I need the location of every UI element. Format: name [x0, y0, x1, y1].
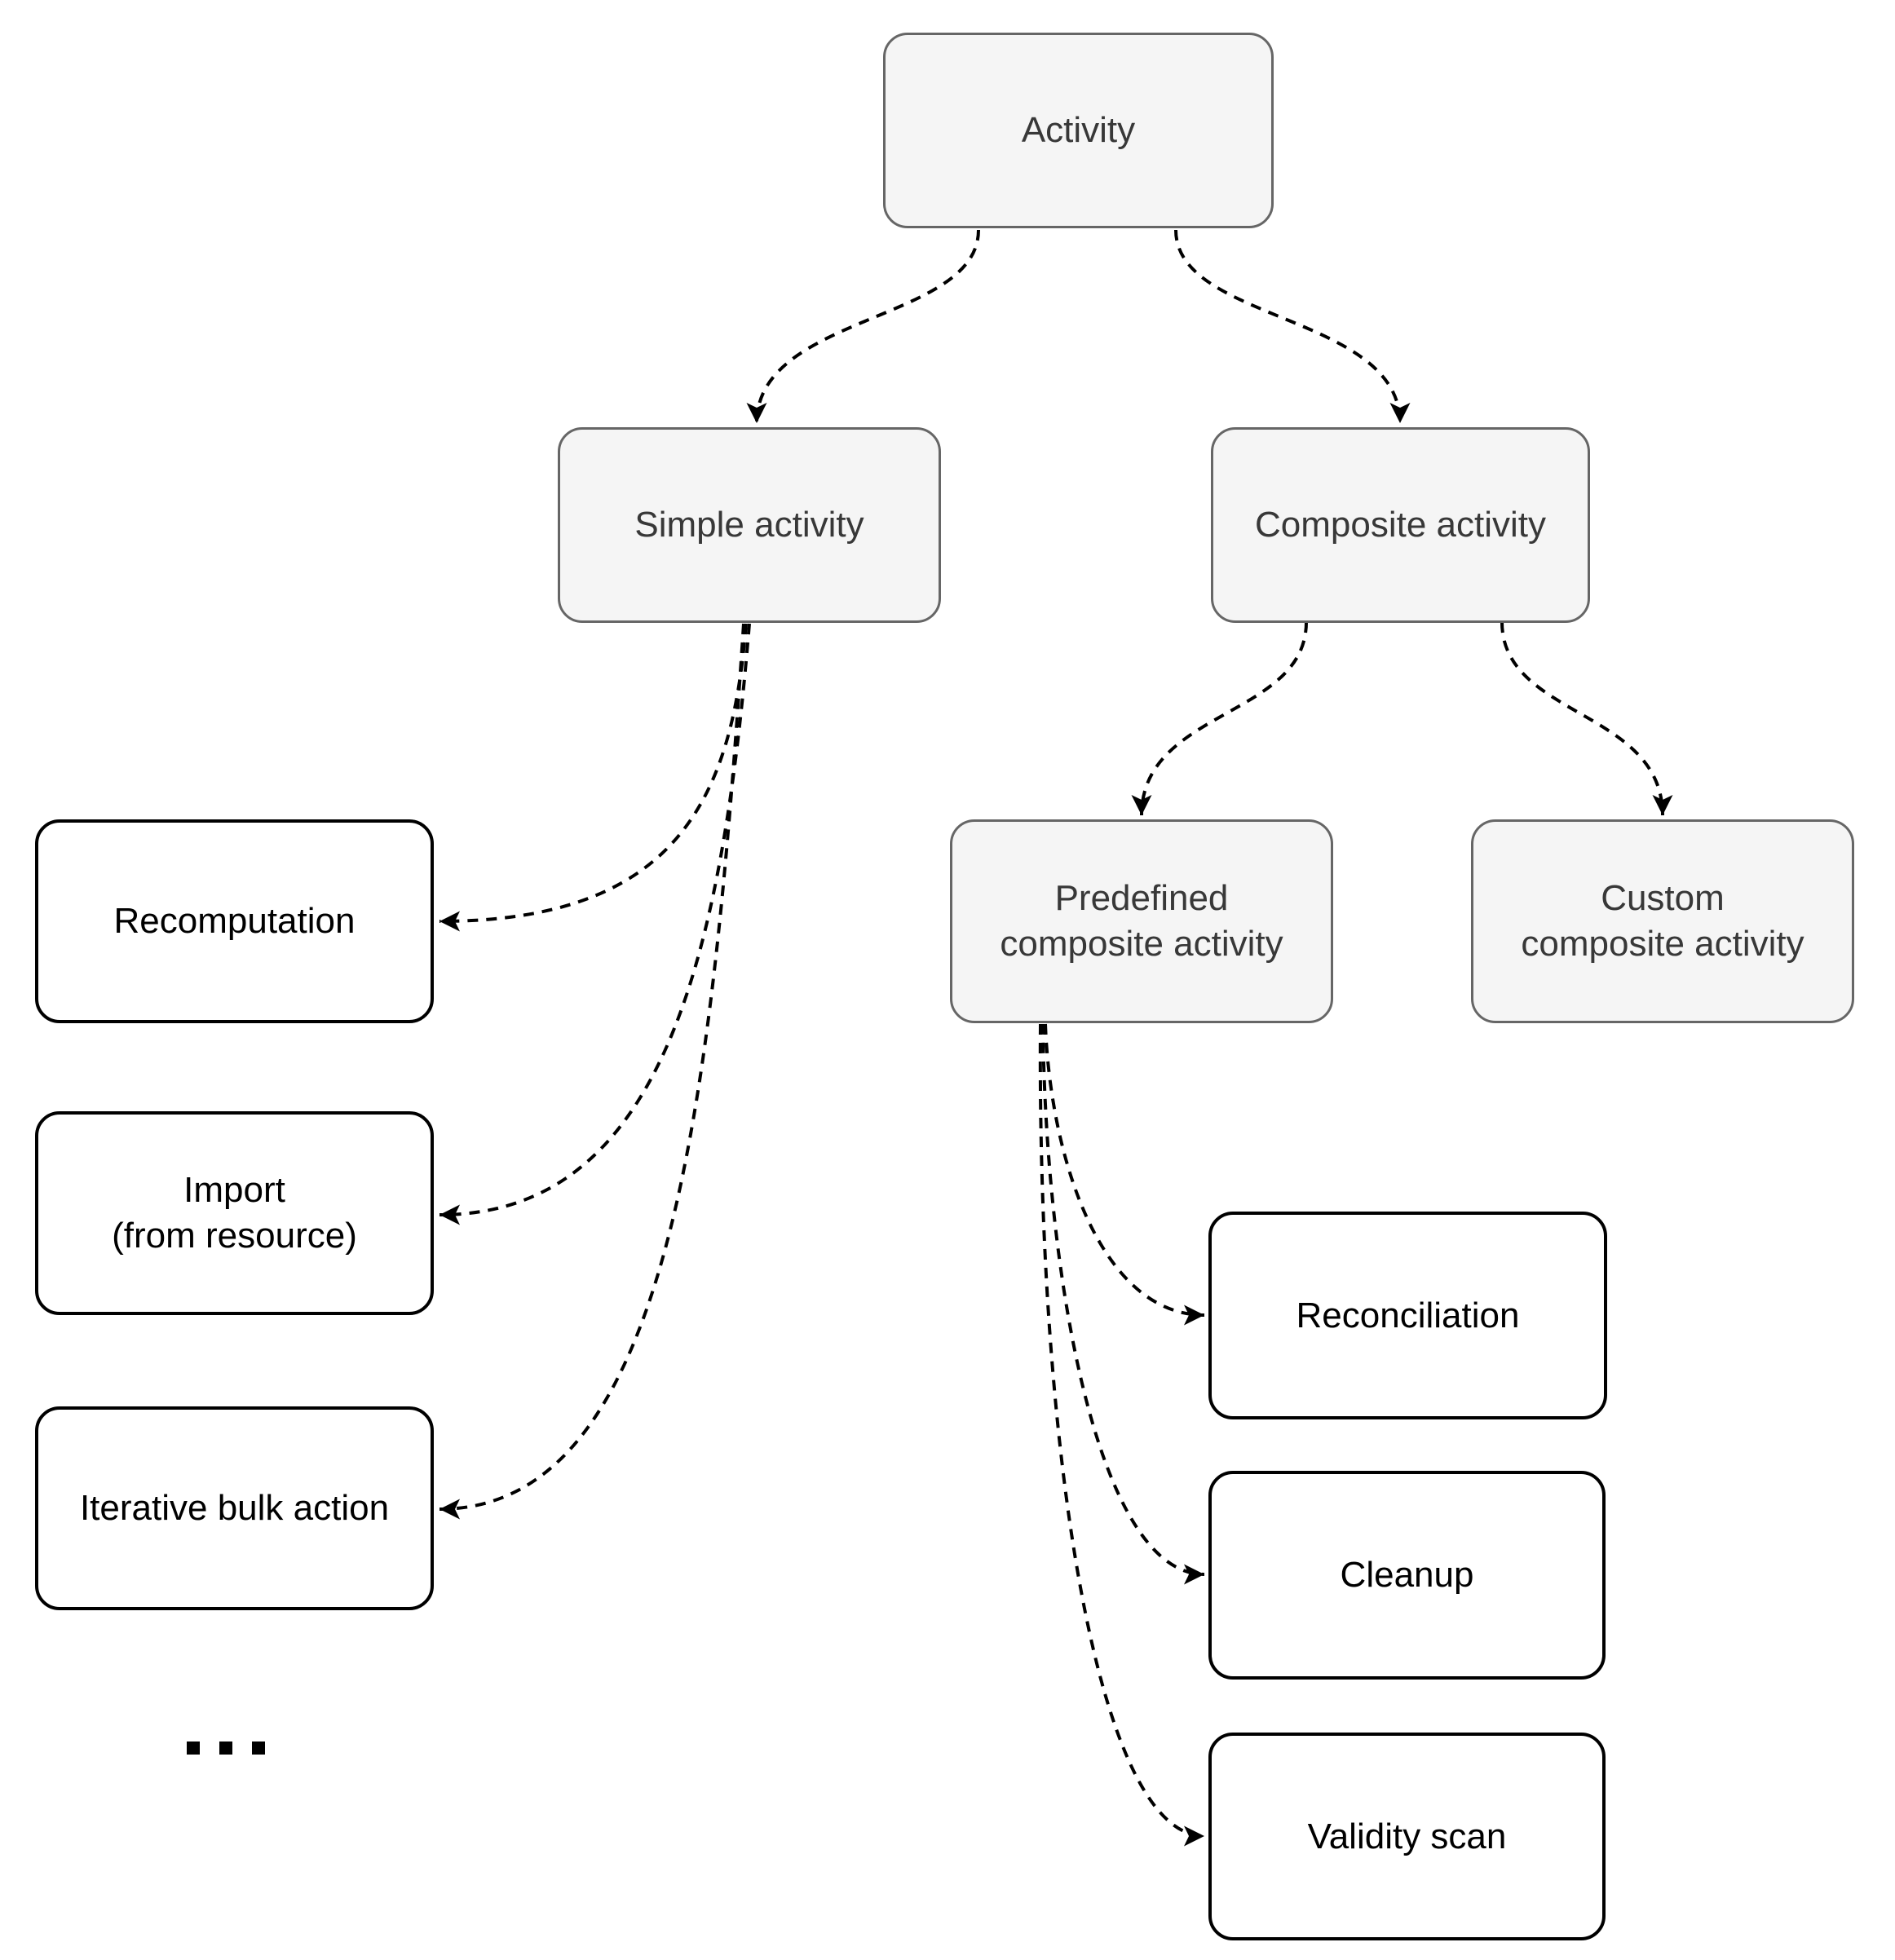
node-activity-label: Activity [1021, 110, 1136, 151]
ellipsis-icon [187, 1741, 265, 1755]
edge-simple-activity-to-recomputation [439, 623, 748, 932]
edge-activity-to-simple-activity [746, 229, 980, 424]
node-activity: Activity [883, 33, 1274, 228]
edge-activity-to-composite-activity [1174, 229, 1411, 424]
node-cleanup: Cleanup [1208, 1471, 1606, 1680]
node-cleanup-label: Cleanup [1340, 1555, 1474, 1596]
edge-composite-activity-to-custom-composite-activity [1500, 621, 1673, 816]
node-simple-activity: Simple activity [558, 427, 941, 623]
ellipsis-dot [252, 1741, 265, 1755]
node-predefined-composite-activity: Predefined composite activity [950, 819, 1333, 1023]
node-composite-activity-label: Composite activity [1254, 505, 1546, 545]
node-validity-scan-label: Validity scan [1307, 1816, 1507, 1856]
node-iterative-bulk-action-label: Iterative bulk action [79, 1488, 390, 1529]
edge-predefined-composite-activity-to-validity-scan [1038, 1023, 1205, 1847]
node-iterative-bulk-action: Iterative bulk action [35, 1406, 434, 1610]
node-simple-activity-label: Simple activity [634, 505, 864, 545]
node-custom-composite-activity-label: Custom composite activity [1521, 878, 1804, 964]
node-validity-scan: Validity scan [1208, 1733, 1606, 1940]
node-import-from-resource-label: Import (from resource) [112, 1170, 357, 1256]
node-composite-activity: Composite activity [1211, 427, 1590, 623]
edge-simple-activity-to-iterative-bulk-action [439, 623, 745, 1520]
node-predefined-composite-activity-label: Predefined composite activity [1000, 878, 1283, 964]
ellipsis-dot [219, 1741, 232, 1755]
node-custom-composite-activity: Custom composite activity [1471, 819, 1854, 1023]
edge-simple-activity-to-import [439, 623, 751, 1225]
node-import-from-resource: Import (from resource) [35, 1111, 434, 1315]
node-recomputation: Recomputation [35, 819, 434, 1023]
edge-composite-activity-to-predefined-composite-activity [1131, 621, 1308, 816]
edge-predefined-composite-activity-to-reconciliation [1044, 1023, 1205, 1326]
node-recomputation-label: Recomputation [113, 901, 356, 942]
node-reconciliation: Reconciliation [1208, 1212, 1607, 1419]
node-reconciliation-label: Reconciliation [1296, 1295, 1520, 1335]
ellipsis-dot [187, 1741, 200, 1755]
